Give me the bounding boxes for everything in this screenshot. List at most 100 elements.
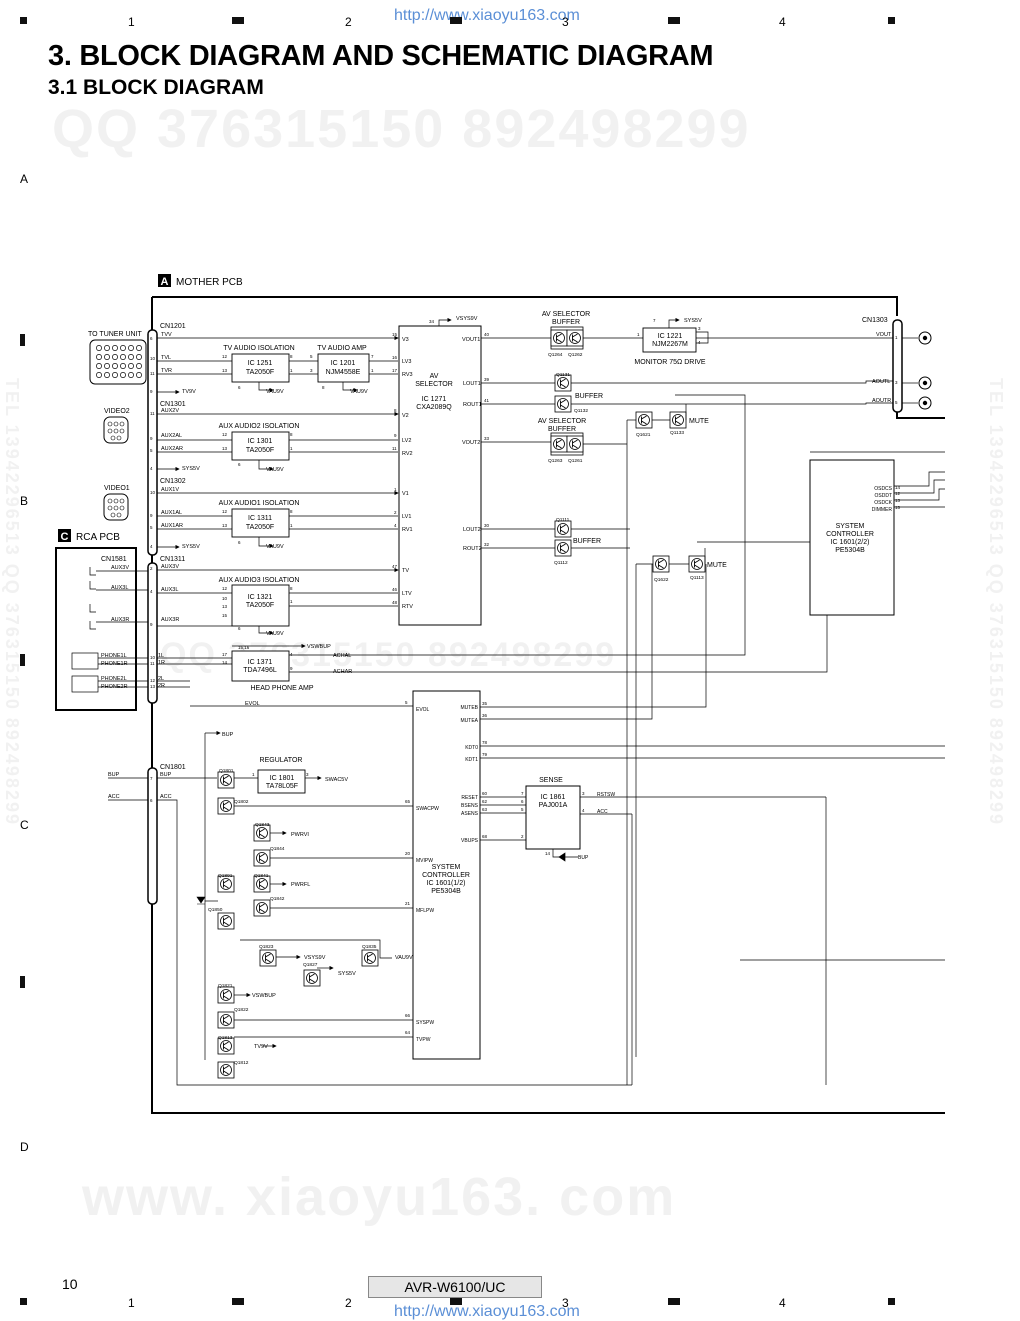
svg-text:5: 5 <box>405 700 408 705</box>
column-number: 4 <box>779 1296 786 1310</box>
svg-text:TV AUDIO AMP: TV AUDIO AMP <box>317 345 367 352</box>
registration-mark <box>888 17 895 24</box>
svg-text:IC 1301: IC 1301 <box>248 438 273 445</box>
svg-text:RV3: RV3 <box>402 372 413 378</box>
svg-text:15: 15 <box>222 613 228 618</box>
svg-text:AOUTR: AOUTR <box>872 398 891 404</box>
svg-text:14: 14 <box>222 660 228 665</box>
svg-text:AUX AUDIO2 ISOLATION: AUX AUDIO2 ISOLATION <box>219 423 300 430</box>
svg-text:ROUT1: ROUT1 <box>463 402 482 408</box>
header-url[interactable]: http://www.xiaoyu163.com <box>394 7 580 24</box>
svg-text:Q1891: Q1891 <box>218 873 233 879</box>
svg-text:VIDEO2: VIDEO2 <box>104 408 130 415</box>
svg-text:40: 40 <box>484 332 490 337</box>
svg-text:2: 2 <box>521 834 524 839</box>
svg-text:3: 3 <box>306 772 309 777</box>
svg-text:MONITOR 75Ω DRIVE: MONITOR 75Ω DRIVE <box>634 359 706 366</box>
svg-text:PWRFL: PWRFL <box>291 882 310 888</box>
svg-text:Q1622: Q1622 <box>654 577 669 583</box>
column-number: 2 <box>345 15 352 29</box>
column-number: 1 <box>128 15 135 29</box>
svg-text:63: 63 <box>482 807 488 812</box>
svg-text:4: 4 <box>582 808 585 813</box>
svg-text:10: 10 <box>150 490 156 495</box>
svg-text:SYS5V: SYS5V <box>684 318 702 324</box>
registration-mark <box>20 1298 27 1305</box>
svg-text:6: 6 <box>238 462 241 467</box>
svg-text:PHONE2L: PHONE2L <box>101 676 127 682</box>
svg-text:17: 17 <box>392 368 398 373</box>
svg-text:TV9V: TV9V <box>254 1044 268 1050</box>
registration-mark <box>232 1298 244 1305</box>
svg-text:36: 36 <box>482 713 488 718</box>
svg-text:4: 4 <box>394 523 397 528</box>
svg-text:LV1: LV1 <box>402 514 411 520</box>
svg-text:IC 1801: IC 1801 <box>270 775 295 782</box>
mother-pcb-badge <box>158 274 171 287</box>
svg-text:Q1131: Q1131 <box>556 372 570 378</box>
svg-text:HEAD PHONE AMP: HEAD PHONE AMP <box>250 685 313 692</box>
svg-text:8: 8 <box>322 385 325 390</box>
svg-text:5: 5 <box>150 525 153 530</box>
row-letter: B <box>20 494 29 508</box>
svg-text:15: 15 <box>895 505 901 510</box>
svg-text:RV2: RV2 <box>402 451 413 457</box>
registration-mark <box>20 976 25 988</box>
svg-text:LV3: LV3 <box>402 359 411 365</box>
svg-text:VAU9V: VAU9V <box>266 467 284 473</box>
svg-text:35: 35 <box>482 701 488 706</box>
svg-text:OSDCS: OSDCS <box>874 486 892 492</box>
svg-text:3: 3 <box>698 326 701 331</box>
svg-text:Q1822: Q1822 <box>234 1007 249 1013</box>
svg-text:VAU9V: VAU9V <box>350 389 368 395</box>
svg-text:IC 1861: IC 1861 <box>541 794 566 801</box>
svg-text:4: 4 <box>150 544 153 549</box>
svg-text:Q1263: Q1263 <box>548 458 563 464</box>
section-title: 3.1 BLOCK DIAGRAM <box>48 76 264 99</box>
svg-text:1: 1 <box>290 599 293 604</box>
svg-text:VAU9V: VAU9V <box>266 544 284 550</box>
svg-text:AUX3R: AUX3R <box>161 617 179 623</box>
svg-text:VBUPS: VBUPS <box>461 838 479 844</box>
svg-text:BUFFER: BUFFER <box>548 426 576 433</box>
svg-text:12: 12 <box>222 432 228 437</box>
svg-text:IC 1271: IC 1271 <box>422 396 447 403</box>
svg-text:AUX1AR: AUX1AR <box>161 523 183 529</box>
svg-text:AV SELECTOR: AV SELECTOR <box>542 311 590 318</box>
svg-text:ACC: ACC <box>160 794 172 800</box>
svg-text:2R: 2R <box>158 683 165 689</box>
svg-text:Q1264: Q1264 <box>548 352 563 358</box>
svg-text:8: 8 <box>290 586 293 591</box>
svg-text:VOUT2: VOUT2 <box>462 440 480 446</box>
svg-text:CN1301: CN1301 <box>160 401 186 408</box>
svg-text:SWAC5V: SWAC5V <box>325 777 348 783</box>
svg-text:AUX3R: AUX3R <box>111 617 129 623</box>
footer-url[interactable]: http://www.xiaoyu163.com <box>394 1303 580 1320</box>
svg-text:IC 1221: IC 1221 <box>658 333 683 340</box>
svg-text:IC 1601(2/2): IC 1601(2/2) <box>831 539 870 546</box>
svg-text:CONTROLLER: CONTROLLER <box>422 872 470 879</box>
svg-text:Q1843: Q1843 <box>255 822 270 828</box>
svg-text:PWRVI: PWRVI <box>291 832 309 838</box>
svg-text:4: 4 <box>150 589 153 594</box>
svg-text:RTV: RTV <box>402 604 413 610</box>
svg-text:LOUT2: LOUT2 <box>463 527 481 533</box>
svg-text:VAU9V: VAU9V <box>395 955 413 961</box>
registration-mark <box>20 334 25 346</box>
svg-text:1R: 1R <box>158 660 165 666</box>
svg-text:TV AUDIO ISOLATION: TV AUDIO ISOLATION <box>223 345 294 352</box>
svg-text:12: 12 <box>222 509 228 514</box>
svg-text:8: 8 <box>394 408 397 413</box>
svg-text:6: 6 <box>150 798 153 803</box>
svg-text:4: 4 <box>150 466 153 471</box>
svg-text:TA2050F: TA2050F <box>246 602 274 609</box>
svg-text:Q1621: Q1621 <box>636 432 651 438</box>
svg-text:TVL: TVL <box>161 355 171 361</box>
svg-text:15,16: 15,16 <box>238 645 250 650</box>
svg-text:33: 33 <box>484 436 490 441</box>
svg-text:4: 4 <box>698 340 701 345</box>
svg-text:1: 1 <box>290 368 293 373</box>
svg-text:1: 1 <box>637 332 640 337</box>
svg-text:Q1262: Q1262 <box>568 352 583 358</box>
svg-text:IC 1601(1/2): IC 1601(1/2) <box>427 880 466 887</box>
